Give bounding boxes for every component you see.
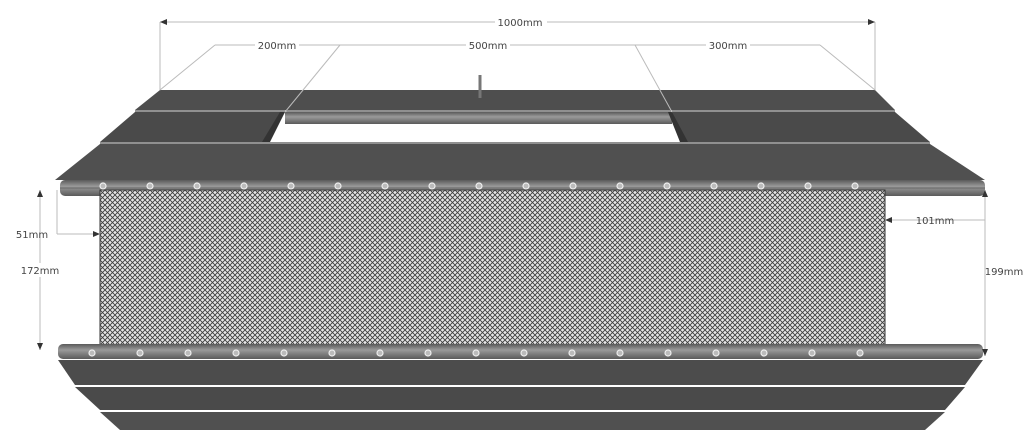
screw-icon <box>334 182 342 190</box>
opening <box>262 112 688 142</box>
screw-icon <box>616 182 624 190</box>
screw-icon <box>88 349 96 357</box>
screw-icon <box>475 182 483 190</box>
screw-icon <box>232 349 240 357</box>
dim-right-section: 300mm <box>709 41 748 52</box>
screw-icon <box>804 182 812 190</box>
screw-icon <box>760 349 768 357</box>
screw-icon <box>856 349 864 357</box>
screw-icon <box>712 349 720 357</box>
bottom-screw-row <box>88 349 864 357</box>
screw-icon <box>184 349 192 357</box>
screw-icon <box>472 349 480 357</box>
top-board <box>55 75 985 180</box>
dim-left-section: 200mm <box>258 41 297 52</box>
screw-icon <box>240 182 248 190</box>
screw-icon <box>287 182 295 190</box>
bottom-board <box>58 360 983 430</box>
screw-icon <box>522 182 530 190</box>
screw-icon <box>663 182 671 190</box>
mesh-panel <box>99 189 886 353</box>
screw-icon <box>710 182 718 190</box>
top-screw-row <box>99 182 859 190</box>
dim-total-width: 1000mm <box>498 18 543 29</box>
screw-icon <box>568 349 576 357</box>
screw-icon <box>424 349 432 357</box>
screw-icon <box>376 349 384 357</box>
screw-icon <box>328 349 336 357</box>
dim-mesh-height: 172mm <box>21 266 60 277</box>
screw-icon <box>664 349 672 357</box>
screw-icon <box>851 182 859 190</box>
screw-icon <box>136 349 144 357</box>
screw-icon <box>381 182 389 190</box>
screw-icon <box>808 349 816 357</box>
screw-icon <box>757 182 765 190</box>
screw-icon <box>146 182 154 190</box>
screw-icon <box>99 182 107 190</box>
dim-overall-height: 199mm <box>985 267 1024 278</box>
screw-icon <box>428 182 436 190</box>
dim-left-offset: 51mm <box>16 230 48 241</box>
dim-right-offset: 101mm <box>916 216 955 227</box>
dim-opening: 500mm <box>469 41 508 52</box>
screw-icon <box>520 349 528 357</box>
bottom-rail <box>58 344 983 359</box>
screw-icon <box>569 182 577 190</box>
screw-icon <box>280 349 288 357</box>
screw-icon <box>616 349 624 357</box>
screw-icon <box>193 182 201 190</box>
